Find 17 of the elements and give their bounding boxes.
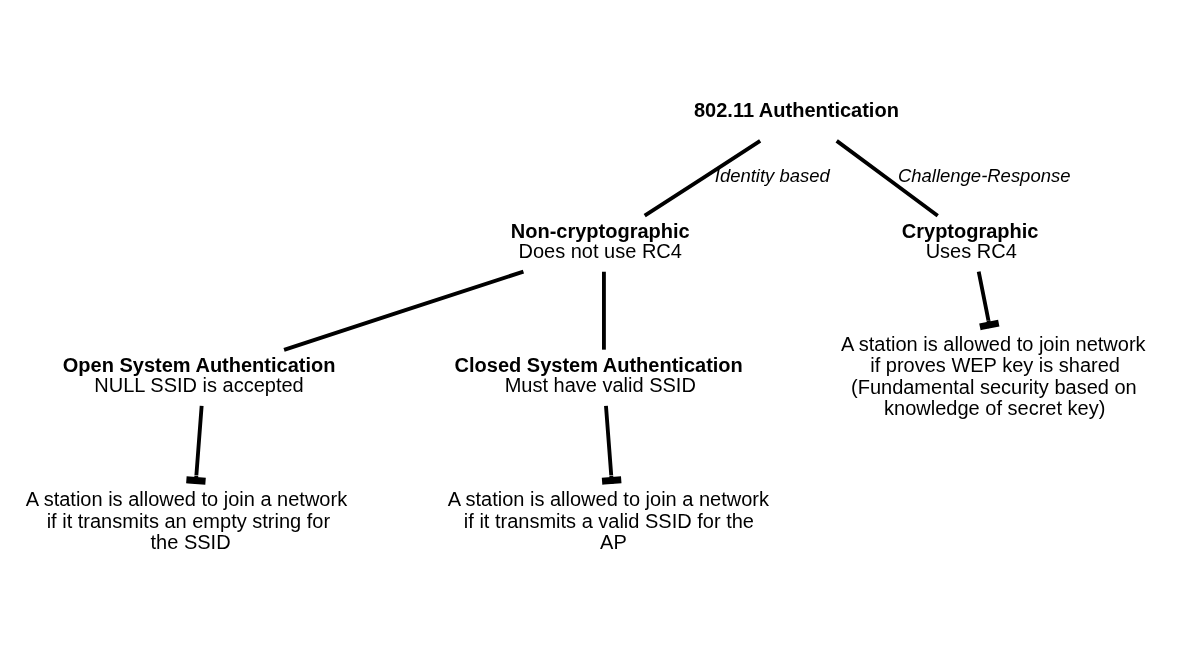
connector (602, 271, 606, 350)
connector (186, 405, 206, 485)
node-text: Cryptographic Uses RC4 (901, 220, 1039, 263)
connector (643, 139, 762, 218)
node-text: A station is allowed to join a network if it transmits a valid SSID for the AP (447, 488, 769, 554)
connector (283, 269, 524, 352)
node-text: Open System Authentication NULL SSID is accepted (62, 354, 336, 397)
connector (976, 271, 1000, 331)
edge-label: Identity based (714, 164, 830, 186)
node-text: A station is allowed to join network if proves WEP key is shared (Fundamental security based on knowledge of secret key) (841, 332, 1146, 420)
node-text: Non-cryptographic Does not use RC4 (510, 220, 690, 263)
node-text: 802.11 Authentication (693, 98, 899, 121)
connector (601, 405, 622, 485)
node-text: Closed System Authentication Must have valid SSID (454, 354, 743, 397)
node-text: A station is allowed to join a network if it transmits an empty string for the SSID (25, 488, 348, 554)
connector (835, 139, 939, 218)
edge-label: Challenge-Response (897, 164, 1071, 186)
